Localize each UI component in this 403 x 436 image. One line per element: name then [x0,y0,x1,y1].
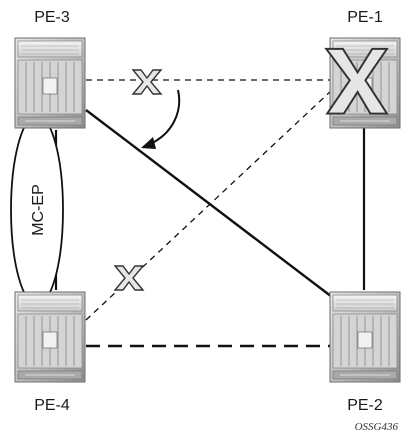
node-label-pe1: PE-1 [347,9,383,26]
redirect-arrow-icon [141,89,181,149]
router-pe4 [14,291,86,383]
figure-id: OSSG436 [355,421,399,433]
node-label-pe2: PE-2 [347,397,383,414]
router-chassis-icon [14,37,86,129]
failure-x-icon [324,47,389,115]
failure-x-icon [113,265,145,291]
link-pe3-pe2 [85,109,337,301]
failure-x-icon [131,69,163,95]
node-label-pe3: PE-3 [34,9,70,26]
mc-ep-label: MC-EP [30,184,47,236]
router-chassis-icon [14,291,86,383]
router-pe2 [329,291,401,383]
router-pe3 [14,37,86,129]
node-label-pe4: PE-4 [34,397,70,414]
router-chassis-icon [329,291,401,383]
